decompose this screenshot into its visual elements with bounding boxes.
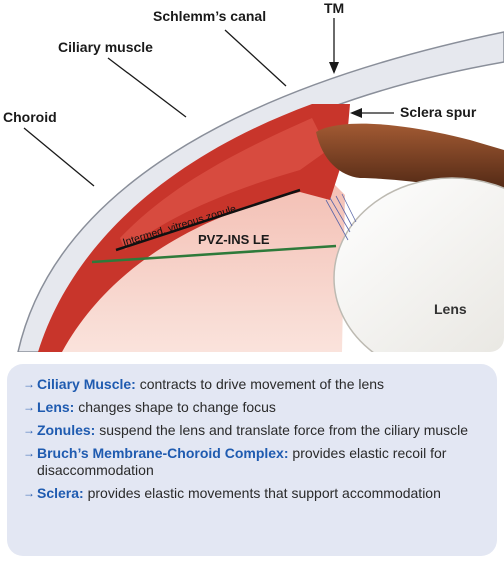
vitreous-region <box>58 150 345 352</box>
label-pvz-ins-le: PVZ-INS LE <box>198 232 270 247</box>
legend-item-ciliary-muscle: → Ciliary Muscle: contracts to drive mov… <box>23 376 485 393</box>
intermed-vitreous-zonule-line <box>115 188 301 252</box>
legend-term: Zonules: <box>37 422 96 438</box>
label-schlemms-canal: Schlemm’s canal <box>153 8 266 24</box>
legend-text: provides elastic movements that support … <box>83 485 441 501</box>
legend-term: Ciliary Muscle: <box>37 376 136 392</box>
legend-text: contracts to drive movement of the lens <box>135 376 385 392</box>
legend-item-sclera: → Sclera: provides elastic movements tha… <box>23 485 485 502</box>
legend-item-bruchs-membrane: → Bruch’s Membrane-Choroid Complex: prov… <box>23 445 485 479</box>
legend-text: suspend the lens and translate force fro… <box>95 422 469 438</box>
label-ciliary-muscle: Ciliary muscle <box>58 39 153 55</box>
lens-shape <box>333 177 504 352</box>
zonule-fibers <box>325 193 357 241</box>
arrow-right-icon: → <box>23 377 35 391</box>
label-choroid: Choroid <box>3 109 57 125</box>
legend-item-lens: → Lens: changes shape to change focus <box>23 399 485 416</box>
arrow-right-icon: → <box>23 446 35 460</box>
legend-box: → Ciliary Muscle: contracts to drive mov… <box>7 364 497 556</box>
diagram-canvas: Schlemm’s canal TM Ciliary muscle Choroi… <box>3 0 504 352</box>
legend-item-zonules: → Zonules: suspend the lens and translat… <box>23 422 485 439</box>
ciliary-muscle-highlight <box>120 118 328 250</box>
arrow-right-icon: → <box>23 423 35 437</box>
pvz-ins-le-line <box>91 244 337 264</box>
legend-text: provides elastic recoil for disaccommoda… <box>37 445 447 478</box>
arrow-right-icon: → <box>23 400 35 414</box>
legend-term: Lens: <box>37 399 75 415</box>
legend-term: Bruch’s Membrane-Choroid Complex: <box>37 445 289 461</box>
label-lens: Lens <box>434 301 467 317</box>
arrow-right-icon: → <box>23 486 35 500</box>
arrow-heads <box>329 62 362 118</box>
eye-anatomy-diagram: Schlemm’s canal TM Ciliary muscle Choroi… <box>3 0 504 352</box>
label-tm: TM <box>324 0 344 16</box>
legend-term: Sclera: <box>37 485 84 501</box>
label-sclera-spur: Sclera spur <box>400 104 477 120</box>
legend-text: changes shape to change focus <box>74 399 276 415</box>
